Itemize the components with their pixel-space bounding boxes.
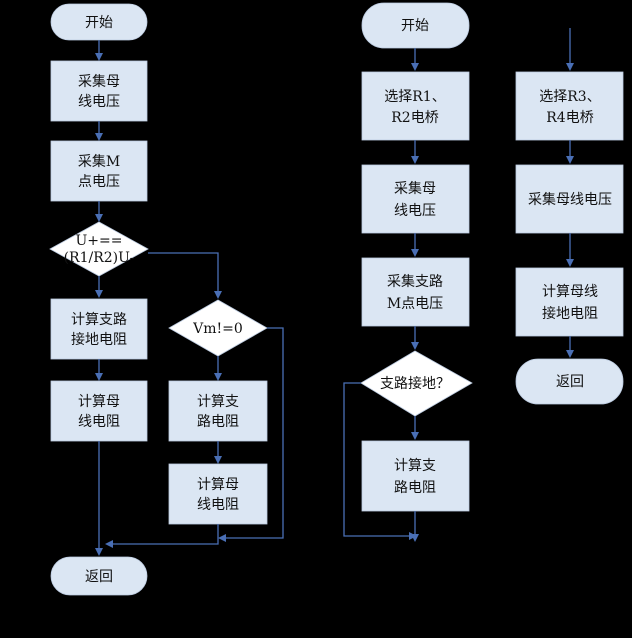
left-decision-vm-node: Vm!=0 (168, 299, 268, 357)
middle-decision-grounded-node: 支路接地？ (360, 350, 473, 417)
middle-collect-bus-voltage-node: 采集母 线电压 (361, 164, 470, 234)
right-calc-bus-ground-line2: 接地电阻 (542, 305, 598, 322)
middle-select-r1-r2-line1: 选择R1、 (384, 89, 445, 105)
left-return-label: 返回 (85, 569, 113, 585)
edge-left-bus-resistance-2-to-merge (105, 524, 219, 548)
left-collect-m-voltage-line1: 采集M (78, 153, 120, 170)
left-start-node: 开始 (50, 3, 148, 41)
left-calc-branch-resistance-line2: 路电阻 (197, 414, 239, 430)
middle-calc-branch-resistance-line2: 路电阻 (394, 480, 436, 496)
right-collect-bus-voltage-label: 采集母线电压 (528, 191, 612, 208)
middle-select-r1-r2-line2: R2电桥 (391, 110, 438, 126)
right-return-node: 返回 (515, 358, 624, 405)
middle-start-node: 开始 (361, 2, 470, 49)
left-calc-branch-resistance-node: 计算支 路电阻 (168, 380, 268, 442)
middle-collect-bus-voltage-line1: 采集母 (394, 180, 436, 197)
left-calc-branch-ground-resistance-node: 计算支路 接地电阻 (50, 298, 148, 360)
left-decision-ratio-line2: (R1/R2)U- (64, 250, 135, 266)
left-calc-bus-resistance-2-node: 计算母 线电阻 (168, 463, 268, 525)
left-calc-branch-resistance-line1: 计算支 (197, 394, 239, 410)
middle-collect-branch-m-line2: M点电压 (387, 296, 443, 312)
right-select-r3-r4-line1: 选择R3、 (539, 89, 600, 105)
middle-select-r1-r2-node: 选择R1、 R2电桥 (361, 71, 470, 141)
right-select-r3-r4-node: 选择R3、 R4电桥 (515, 71, 624, 141)
edge-left-decision-to-vm (148, 252, 222, 299)
middle-collect-branch-m-voltage-node: 采集支路 M点电压 (361, 257, 470, 327)
edge-middle-decision-false-loop (343, 382, 417, 540)
left-decision-vm-label: Vm!=0 (192, 321, 243, 337)
left-calc-branch-ground-line1: 计算支路 (71, 312, 127, 328)
left-decision-ratio-line1: U+== (76, 233, 123, 249)
right-calc-bus-ground-line1: 计算母线 (542, 284, 598, 300)
left-calc-branch-ground-line2: 接地电阻 (71, 331, 127, 348)
left-calc-bus-resistance-2-line2: 线电阻 (197, 497, 239, 513)
left-collect-bus-voltage-node: 采集母 线电压 (50, 60, 148, 122)
middle-decision-grounded-label: 支路接地？ (380, 375, 450, 392)
middle-collect-bus-voltage-line2: 线电压 (394, 203, 436, 219)
left-collect-bus-voltage-line1: 采集母 (78, 73, 120, 90)
middle-collect-branch-m-line1: 采集支路 (387, 273, 443, 290)
middle-calc-branch-resistance-line1: 计算支 (394, 458, 436, 474)
left-calc-bus-resistance-node: 计算母 线电阻 (50, 380, 148, 442)
left-collect-m-voltage-line2: 点电压 (78, 174, 120, 190)
middle-calc-branch-resistance-node: 计算支 路电阻 (361, 440, 470, 512)
left-collect-m-voltage-node: 采集M 点电压 (50, 140, 148, 202)
middle-start-label: 开始 (401, 18, 429, 34)
right-collect-bus-voltage-node: 采集母线电压 (515, 164, 624, 234)
right-return-label: 返回 (556, 374, 584, 390)
left-decision-ratio-node: U+== (R1/R2)U- (49, 221, 149, 277)
left-return-node: 返回 (50, 556, 148, 596)
left-calc-bus-resistance-line2: 线电阻 (78, 414, 120, 430)
left-calc-bus-resistance-2-line1: 计算母 (197, 477, 239, 493)
left-collect-bus-voltage-line2: 线电压 (78, 94, 120, 110)
right-calc-bus-ground-resistance-node: 计算母线 接地电阻 (515, 267, 624, 337)
left-start-label: 开始 (85, 15, 113, 31)
left-calc-bus-resistance-line1: 计算母 (78, 394, 120, 410)
edge-left-vm-false-loop (218, 327, 284, 542)
right-select-r3-r4-line2: R4电桥 (546, 110, 593, 126)
